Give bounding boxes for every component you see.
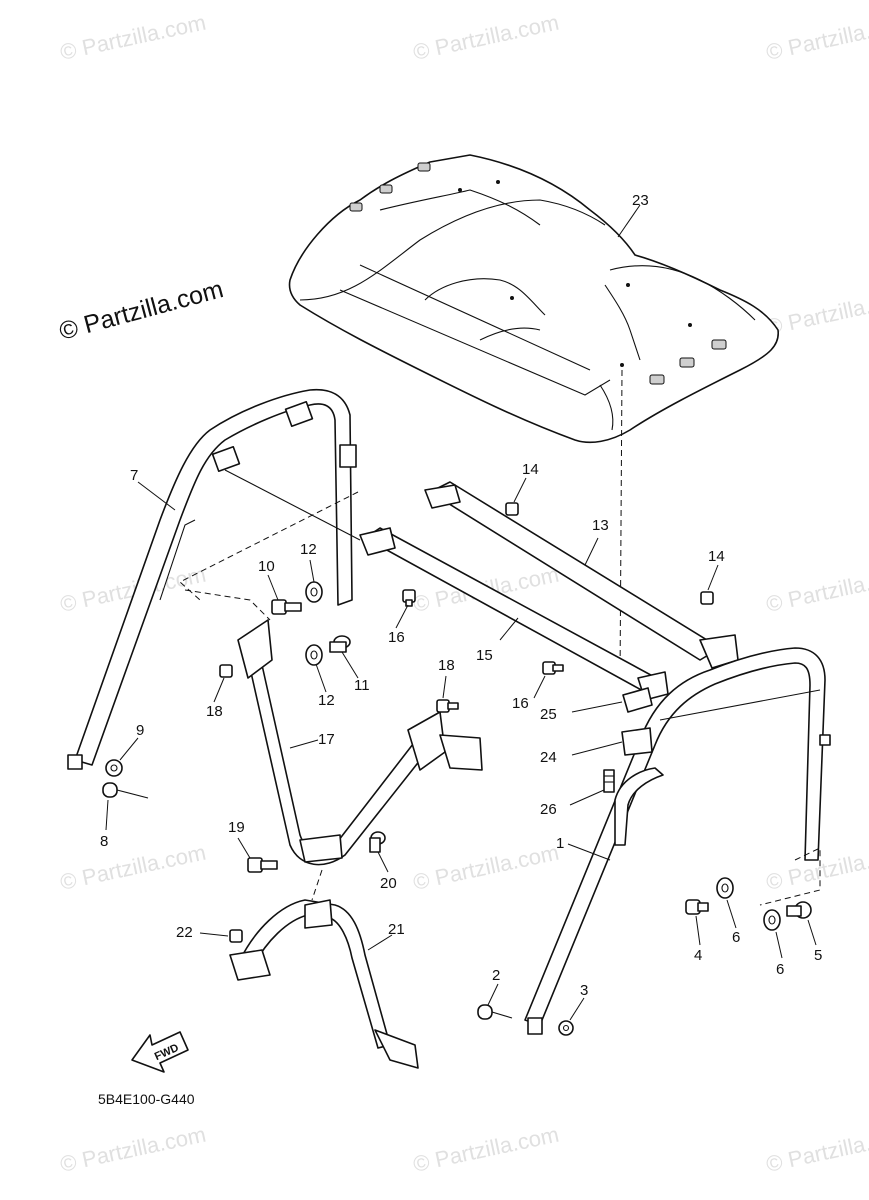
bolt-part-20: [369, 831, 386, 853]
bolt-part-18b: [436, 699, 459, 713]
roof-part-23: [288, 154, 779, 681]
nut-part-9: [105, 759, 123, 777]
callout-6: 6: [732, 929, 740, 946]
bolt-part-2: [477, 1004, 513, 1020]
callout-17: 17: [318, 731, 335, 748]
bolt-part-11: [329, 635, 351, 653]
fwd-arrow-icon: FWD: [131, 1031, 189, 1073]
bolt-part-16b: [542, 661, 564, 675]
callout-20: 20: [380, 875, 397, 892]
callout-16: 16: [388, 629, 405, 646]
watermark-text: © Partzilla.com: [411, 1122, 561, 1177]
collar-part-12a: [305, 581, 323, 603]
bolt-part-22: [229, 929, 243, 943]
nut-part-3: [558, 1020, 574, 1036]
bolt-part-8: [102, 782, 149, 799]
bolt-part-16a: [402, 589, 416, 607]
callout-8: 8: [100, 833, 108, 850]
partzilla-logo-text: © Partzilla.com: [56, 275, 226, 346]
callout-1: 1: [556, 835, 564, 852]
front-bar-part-17: [184, 589, 483, 866]
callout-10: 10: [258, 558, 275, 575]
bolt-part-10: [271, 599, 302, 615]
bolt-part-18a: [219, 664, 233, 678]
bolt-part-19: [247, 857, 278, 873]
bolt-part-5: [786, 901, 812, 919]
callout-12: 12: [318, 692, 335, 709]
bolt-part-14b: [700, 591, 714, 605]
watermark-text: © Partzilla.com: [411, 10, 561, 65]
callout-4: 4: [694, 947, 702, 964]
clamp-part-25: [622, 687, 653, 713]
callout-5: 5: [814, 947, 822, 964]
callout-15: 15: [476, 647, 493, 664]
bolt-part-14a: [505, 502, 519, 516]
callout-14: 14: [522, 461, 539, 478]
callout-11: 11: [354, 677, 370, 694]
watermark-text: © Partzilla.com: [764, 10, 869, 65]
callout-25: 25: [540, 706, 557, 723]
watermark-text: © Partzilla.com: [58, 1122, 208, 1177]
watermark-text: © Partzilla.com: [764, 285, 869, 340]
lower-bar-part-21: [229, 869, 419, 1069]
callout-13: 13: [592, 517, 609, 534]
diagram-code: 5B4E100-G440: [98, 1091, 195, 1107]
left-frame-part-7: [67, 388, 361, 770]
callout-3: 3: [580, 982, 588, 999]
right-frame-part-1: [524, 647, 831, 1035]
screw-part-26: [603, 769, 615, 793]
callout-24: 24: [540, 749, 557, 766]
watermark-text: © Partzilla.com: [411, 840, 561, 895]
washer-part-6b: [763, 909, 781, 931]
watermark-text: © Partzilla.com: [58, 10, 208, 65]
bolt-part-4: [685, 899, 709, 915]
callout-16: 16: [512, 695, 529, 712]
watermark-text: © Partzilla.com: [764, 562, 869, 617]
callouts: 23 7 14 13 14 10 12 16 12 11 15 18 18 16…: [100, 192, 822, 999]
callout-18: 18: [438, 657, 455, 674]
callout-18: 18: [206, 703, 223, 720]
callout-14: 14: [708, 548, 725, 565]
callout-22: 22: [176, 924, 193, 941]
cross-bar-part-15: [359, 527, 669, 701]
callout-6: 6: [776, 961, 784, 978]
hardware: [102, 502, 812, 1036]
cross-bar-part-13: [424, 481, 739, 669]
callout-7: 7: [130, 467, 138, 484]
callout-19: 19: [228, 819, 245, 836]
callout-2: 2: [492, 967, 500, 984]
callout-21: 21: [388, 921, 405, 938]
callout-12: 12: [300, 541, 317, 558]
callout-23: 23: [632, 192, 649, 209]
leader-lines: [105, 477, 817, 1021]
collar-part-12b: [305, 644, 323, 666]
callout-26: 26: [540, 801, 557, 818]
watermark-text: © Partzilla.com: [58, 840, 208, 895]
watermark-text: © Partzilla.com: [764, 1122, 869, 1177]
washer-part-6a: [716, 877, 734, 899]
clamp-part-24: [621, 727, 653, 756]
callout-9: 9: [136, 722, 144, 739]
